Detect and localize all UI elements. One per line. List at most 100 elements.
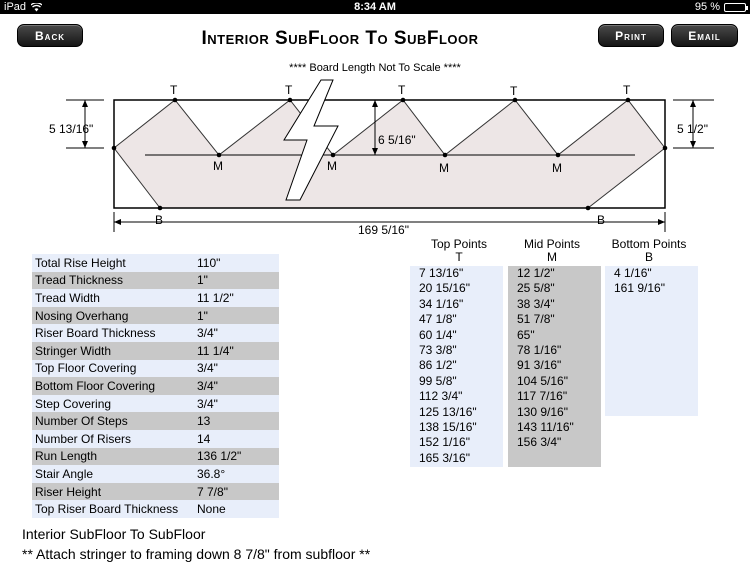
- spec-row: Nosing Overhang 1": [32, 306, 279, 325]
- spec-label: Tread Thickness: [35, 273, 124, 288]
- mid-point-value: 104 5/16": [517, 373, 568, 388]
- spec-value: 3/4": [197, 396, 218, 411]
- spec-label: Top Floor Covering: [35, 361, 137, 376]
- mid-point-value: 25 5/8": [517, 281, 555, 296]
- bottom-points-list: 4 1/16"161 9/16": [605, 266, 698, 416]
- spec-label: Number Of Steps: [35, 414, 128, 429]
- summary-title: Interior SubFloor To SubFloor: [22, 526, 206, 542]
- stringer-drawing: [66, 79, 714, 232]
- spec-value: 110": [197, 255, 221, 270]
- top-point-value: 165 3/16": [419, 450, 470, 465]
- spec-row: Number Of Steps 13: [32, 412, 279, 430]
- stringer-body: [114, 100, 665, 208]
- spec-label: Stair Angle: [35, 466, 94, 481]
- spec-row: Step Covering 3/4": [32, 394, 279, 413]
- spec-label: Bottom Floor Covering: [35, 378, 156, 393]
- email-button[interactable]: Email: [671, 24, 738, 47]
- spec-label: Nosing Overhang: [35, 308, 129, 323]
- spec-row: Tread Width 11 1/2": [32, 289, 279, 307]
- spec-row: Number Of Risers 14: [32, 429, 279, 448]
- carrier-label: iPad: [4, 1, 27, 13]
- top-point-value: 34 1/16": [419, 296, 464, 311]
- mid-point-value: 156 3/4": [517, 435, 562, 450]
- board-outline: [113, 99, 666, 209]
- spec-value: 3/4": [197, 378, 218, 393]
- spec-value: 1": [197, 308, 208, 323]
- spec-value: 3/4": [197, 326, 218, 341]
- spec-row: Tread Thickness 1": [32, 271, 279, 290]
- left-height-label: 5 13/16": [49, 122, 94, 136]
- spec-label: Top Riser Board Thickness: [35, 502, 179, 517]
- spec-value: 14: [197, 431, 211, 446]
- spec-row: Stringer Width 11 1/4": [32, 341, 279, 360]
- battery-percent: 95 %: [694, 1, 720, 13]
- top-point-value: 7 13/16": [419, 266, 464, 280]
- spec-label: Stringer Width: [35, 343, 112, 358]
- mid-points-title: Mid Points: [523, 237, 581, 251]
- spec-value: 7 7/8": [197, 484, 228, 499]
- top-marker: T: [170, 83, 178, 97]
- bottom-points-header: Bottom Points B: [600, 238, 698, 264]
- status-bar: iPad 8:34 AM 95 %: [0, 0, 750, 14]
- stringer-diagram: 5 13/16" 5 1/2" 6 5/16" 169 5/16" T T T …: [0, 78, 750, 243]
- mid-point-value: 51 7/8": [517, 312, 555, 327]
- top-point-value: 125 13/16": [419, 404, 477, 419]
- page-title: Interior SubFloor To SubFloor: [201, 28, 479, 49]
- spec-label: Step Covering: [35, 396, 112, 411]
- spec-row: Stair Angle 36.8°: [32, 465, 279, 483]
- top-point-value: 86 1/2": [419, 358, 457, 373]
- spec-value: 13: [197, 414, 211, 429]
- top-point-value: 138 15/16": [419, 419, 477, 434]
- top-point-value: 20 15/16": [419, 281, 470, 296]
- board-length-label: 169 5/16": [358, 223, 409, 237]
- break-symbol: [283, 79, 339, 201]
- spec-row: Total Rise Height 110": [32, 254, 279, 272]
- spec-label: Number Of Risers: [35, 431, 132, 446]
- mid-marker: M: [327, 159, 337, 173]
- status-time: 8:34 AM: [354, 1, 396, 13]
- mid-point-value: 130 9/16": [517, 404, 568, 419]
- back-button[interactable]: Back: [17, 24, 83, 47]
- spec-label: Riser Board Thickness: [35, 326, 156, 341]
- spec-label: Tread Width: [35, 290, 100, 305]
- top-point-value: 60 1/4": [419, 327, 457, 342]
- spec-value: 36.8°: [197, 466, 226, 481]
- mid-point-value: 12 1/2": [517, 266, 555, 280]
- attach-note: ** Attach stringer to framing down 8 7/8…: [22, 546, 371, 562]
- top-point-value: 112 3/4": [419, 389, 463, 404]
- mid-point-value: 78 1/16": [517, 342, 562, 357]
- spec-label: Run Length: [35, 449, 98, 464]
- spec-value: 11 1/4": [197, 343, 234, 358]
- top-point-value: 47 1/8": [419, 312, 457, 327]
- mid-point-value: 91 3/16": [517, 358, 562, 373]
- top-marker: T: [285, 83, 293, 97]
- mid-points-header: Mid Points M: [503, 238, 601, 264]
- spec-value: 1": [197, 273, 208, 288]
- spec-value: 11 1/2": [197, 290, 234, 305]
- mid-marker: M: [552, 161, 562, 175]
- mid-point-value: 117 7/16": [517, 389, 568, 404]
- print-button[interactable]: Print: [598, 24, 664, 47]
- top-marker: T: [398, 83, 406, 97]
- bottom-point-value: 4 1/16": [614, 266, 652, 280]
- top-point-value: 152 1/16": [419, 435, 470, 450]
- mid-point-value: 65": [517, 327, 535, 342]
- rise-label: 6 5/16": [378, 133, 416, 147]
- wifi-icon: [31, 2, 43, 11]
- mid-points-code: M: [547, 250, 557, 264]
- top-marker: T: [623, 83, 631, 97]
- mid-points-list: 12 1/2"25 5/8"38 3/4"51 7/8"65"78 1/16"9…: [508, 266, 601, 467]
- top-marker: T: [510, 84, 518, 98]
- bottom-points-title: Bottom Points: [611, 237, 687, 251]
- battery-icon: [724, 2, 748, 12]
- spec-label: Total Rise Height: [35, 255, 126, 270]
- mid-point-value: 38 3/4": [517, 296, 555, 311]
- bottom-point-value: 161 9/16": [614, 281, 665, 296]
- bottom-marker: B: [597, 213, 606, 227]
- top-point-value: 73 3/8": [419, 342, 457, 357]
